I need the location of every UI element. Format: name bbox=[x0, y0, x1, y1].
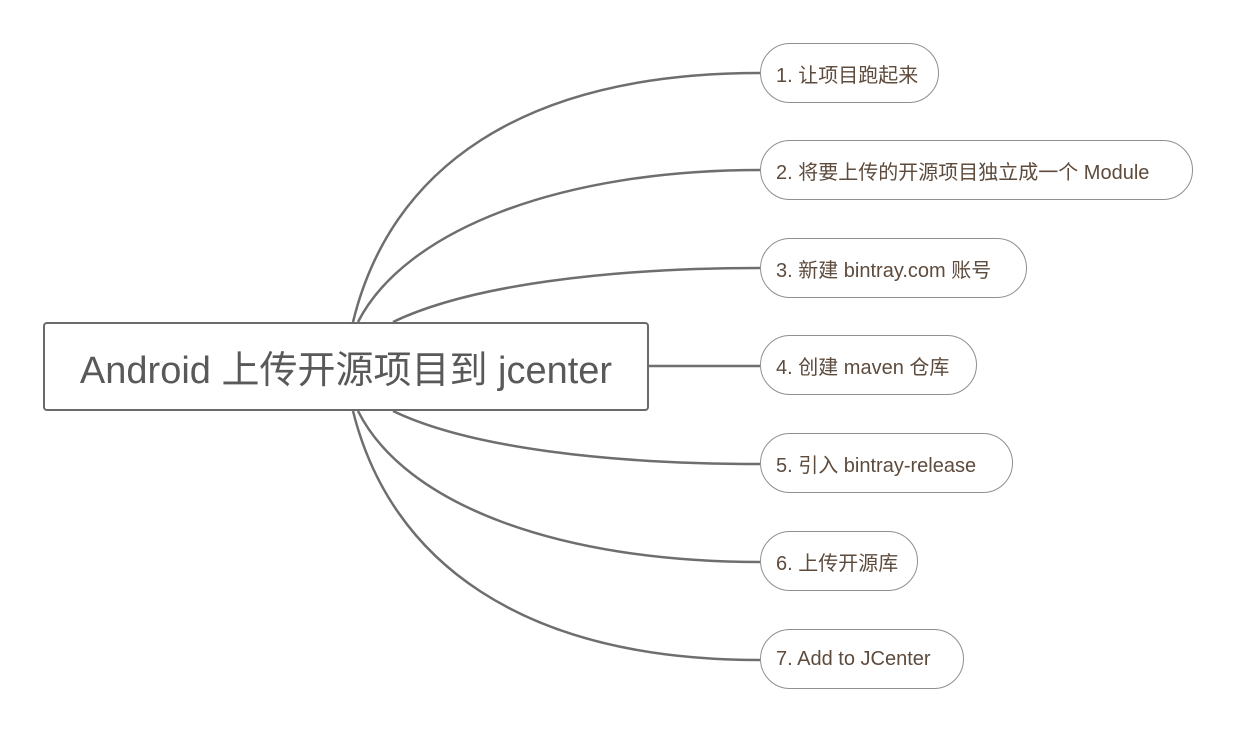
branch-topic-label: 1. 让项目跑起来 bbox=[776, 64, 919, 87]
branch-topic-2[interactable]: 2. 将要上传的开源项目独立成一个 Module bbox=[760, 140, 1193, 200]
branch-topic-label: 3. 新建 bintray.com 账号 bbox=[776, 259, 992, 282]
connector-1 bbox=[351, 71, 761, 323]
branch-topic-3[interactable]: 3. 新建 bintray.com 账号 bbox=[760, 238, 1027, 298]
branch-topic-label: 4. 创建 maven 仓库 bbox=[776, 356, 950, 379]
central-topic-label: Android 上传开源项目到 jcenter bbox=[79, 350, 613, 392]
central-topic[interactable]: Android 上传开源项目到 jcenter bbox=[43, 322, 649, 411]
branch-topic-label: 5. 引入 bintray-release bbox=[776, 454, 977, 477]
connector-2 bbox=[356, 168, 761, 323]
connector-7 bbox=[351, 410, 761, 662]
connector-5 bbox=[392, 409, 761, 466]
connector-6 bbox=[356, 410, 761, 564]
branch-topic-4[interactable]: 4. 创建 maven 仓库 bbox=[760, 335, 977, 395]
branch-topic-5[interactable]: 5. 引入 bintray-release bbox=[760, 433, 1013, 493]
branch-topic-6[interactable]: 6. 上传开源库 bbox=[760, 531, 918, 591]
connector-3 bbox=[392, 266, 761, 324]
branch-topic-1[interactable]: 1. 让项目跑起来 bbox=[760, 43, 939, 103]
branch-topic-label: 6. 上传开源库 bbox=[776, 552, 899, 575]
branch-topic-7[interactable]: 7. Add to JCenter bbox=[760, 629, 964, 689]
branch-topic-label: 2. 将要上传的开源项目独立成一个 Module bbox=[776, 161, 1150, 184]
branch-topic-label: 7. Add to JCenter bbox=[776, 647, 931, 670]
